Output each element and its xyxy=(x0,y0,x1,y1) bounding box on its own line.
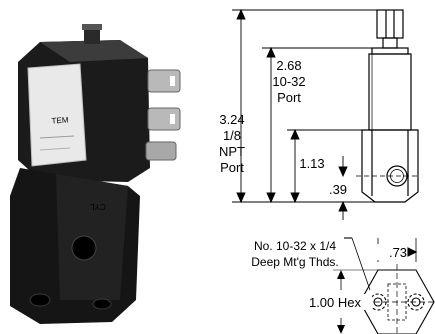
dim-label-npt: NPT xyxy=(219,144,245,159)
mount-hole-left xyxy=(369,293,387,311)
dim-label-10-32: 10-32 xyxy=(272,74,305,89)
dim-label-1-13: 1.13 xyxy=(299,156,324,171)
thread-note-line1: No. 10-32 x 1/4 xyxy=(254,239,336,253)
dim-label-10-32-port: Port xyxy=(277,90,301,105)
mount-hole-right xyxy=(407,293,425,311)
bottom-port xyxy=(29,293,51,307)
top-nut xyxy=(376,9,404,39)
side-view-drawing xyxy=(356,9,420,203)
label-text: TEM xyxy=(51,115,69,125)
dim-label-npt-1-8: 1/8 xyxy=(223,128,241,143)
dim-label-073: .73 xyxy=(389,245,407,260)
side-port xyxy=(72,236,96,260)
spade-terminals xyxy=(145,69,181,161)
thread-note-line2: Deep Mt'g Thds. xyxy=(251,255,338,269)
product-label xyxy=(27,63,87,167)
valve-photo: TEM CYL xyxy=(10,24,181,324)
dimension-lines xyxy=(232,8,377,220)
dim-label-npt-port: Port xyxy=(220,160,244,175)
dim-label-039: .39 xyxy=(329,182,347,197)
dim-label-hex: 1.00 Hex xyxy=(309,295,362,310)
body-engraving: CYL xyxy=(90,202,106,211)
dim-label-3-24: 3.24 xyxy=(219,112,244,127)
dim-label-2-68: 2.68 xyxy=(276,58,301,73)
